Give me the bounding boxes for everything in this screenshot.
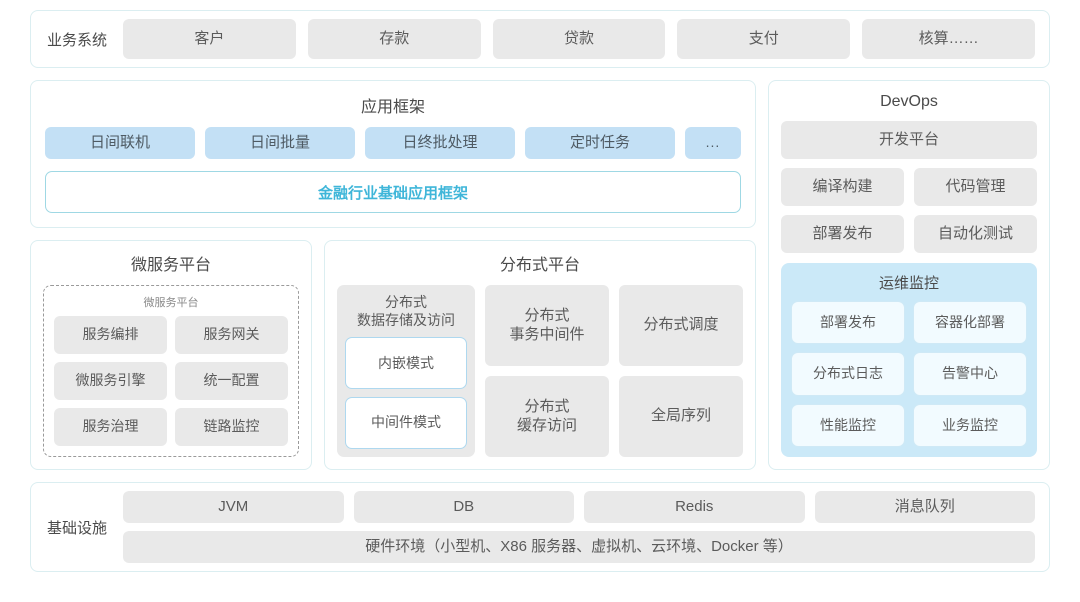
business-chip-deposit[interactable]: 存款 [307,19,481,59]
middle-zone: 应用框架 日间联机 日间批量 日终批处理 定时任务 ... 金融行业基础应用框架… [30,80,1050,470]
financial-base-framework-bar: 金融行业基础应用框架 [45,171,741,213]
application-framework-card: 应用框架 日间联机 日间批量 日终批处理 定时任务 ... 金融行业基础应用框架 [30,80,756,228]
microservice-platform-card: 微服务平台 微服务平台 服务编排 服务网关 微服务引擎 统一配置 服务治理 链路… [30,240,312,470]
infra-chip-redis[interactable]: Redis [584,491,805,523]
distributed-data-storage-title-line2: 数据存储及访问 [357,312,455,329]
distributed-platform-card: 分布式平台 分布式 数据存储及访问 内嵌模式 中间件模式 [324,240,756,470]
devops-chip-automated-test[interactable]: 自动化测试 [914,215,1037,253]
dp-chip-distributed-cache-line2: 缓存访问 [516,416,577,434]
devops-title: DevOps [880,93,938,110]
ops-monitoring-grid: 部署发布 容器化部署 分布式日志 告警中心 性能监控 业务监控 [791,301,1027,447]
devops-chip-compile-build[interactable]: 编译构建 [781,168,904,206]
dp-chip-distributed-cache-line1: 分布式 [524,397,570,415]
dp-chip-transaction-middleware-line2: 事务中间件 [509,325,585,343]
dp-chip-global-sequence[interactable]: 全局序列 [619,376,743,457]
infrastructure-components: JVM DB Redis 消息队列 [123,491,1035,523]
devops-pair-1: 编译构建 代码管理 [781,168,1037,206]
dp-chip-embedded-mode[interactable]: 内嵌模式 [345,337,467,390]
ops-chip-business-monitoring[interactable]: 业务监控 [913,403,1027,447]
microservice-platform-title: 微服务平台 [130,257,211,274]
infra-chip-db[interactable]: DB [353,491,574,523]
ops-chip-alert-center[interactable]: 告警中心 [913,352,1027,396]
dp-chip-middleware-mode[interactable]: 中间件模式 [345,397,467,449]
platform-row: 微服务平台 微服务平台 服务编排 服务网关 微服务引擎 统一配置 服务治理 链路… [30,240,756,470]
distributed-data-storage-title-line1: 分布式 [385,294,427,310]
ops-chip-deploy-release[interactable]: 部署发布 [791,301,905,345]
devops-pair-2: 部署发布 自动化测试 [781,215,1037,253]
appframe-chip-scheduled-task[interactable]: 定时任务 [525,127,675,159]
msp-chip-service-gateway[interactable]: 服务网关 [175,316,288,354]
microservice-platform-inner-box: 微服务平台 服务编排 服务网关 微服务引擎 统一配置 服务治理 链路监控 [43,285,299,457]
appframe-chip-intraday-online[interactable]: 日间联机 [45,127,195,159]
application-framework-title: 应用框架 [360,99,425,116]
msp-chip-unified-config[interactable]: 统一配置 [175,362,288,400]
dp-chip-distributed-cache[interactable]: 分布式 缓存访问 [485,376,609,457]
dp-chip-transaction-middleware[interactable]: 分布式 事务中间件 [485,285,609,366]
business-systems-chips: 客户 存款 贷款 支付 核算…… [123,19,1035,59]
infrastructure-stack: JVM DB Redis 消息队列 硬件环境（小型机、X86 服务器、虚拟机、云… [123,491,1035,563]
business-systems-row: 业务系统 客户 存款 贷款 支付 核算…… [30,10,1050,68]
distributed-platform-title: 分布式平台 [499,257,580,274]
msp-chip-service-orchestration[interactable]: 服务编排 [54,316,167,354]
devops-chip-deploy-release[interactable]: 部署发布 [781,215,904,253]
msp-chip-microservice-engine[interactable]: 微服务引擎 [54,362,167,400]
ops-monitoring-block: 运维监控 部署发布 容器化部署 分布式日志 告警中心 性能监控 业务监控 [781,263,1037,457]
distributed-platform-body: 分布式 数据存储及访问 内嵌模式 中间件模式 分布式 事务中间件 [337,285,743,457]
msp-chip-trace-monitoring[interactable]: 链路监控 [175,408,288,446]
devops-chip-code-management[interactable]: 代码管理 [914,168,1037,206]
business-chip-loan[interactable]: 贷款 [492,19,666,59]
ops-chip-distributed-log[interactable]: 分布式日志 [791,352,905,396]
devops-chip-dev-platform[interactable]: 开发平台 [781,121,1037,159]
infra-chip-message-queue[interactable]: 消息队列 [814,491,1035,523]
business-chip-customer[interactable]: 客户 [123,19,296,59]
dp-chip-transaction-middleware-line1: 分布式 [524,306,570,324]
ops-monitoring-title: 运维监控 [878,275,939,292]
devops-top-group: 开发平台 编译构建 代码管理 部署发布 自动化测试 [781,121,1037,253]
application-framework-chips: 日间联机 日间批量 日终批处理 定时任务 ... [45,127,741,159]
business-systems-label: 业务系统 [46,31,107,49]
microservice-platform-inner-title: 微服务平台 [143,297,199,309]
devops-card: DevOps 开发平台 编译构建 代码管理 部署发布 自动化测试 运维监控 部署… [768,80,1050,470]
distributed-data-storage-group: 分布式 数据存储及访问 内嵌模式 中间件模式 [337,285,475,457]
business-chip-accounting[interactable]: 核算…… [862,19,1035,59]
infrastructure-label: 基础设施 [46,519,107,537]
infra-chip-jvm[interactable]: JVM [123,491,344,523]
appframe-chip-more[interactable]: ... [685,127,741,159]
distributed-platform-grid: 分布式 事务中间件 分布式调度 分布式 缓存访问 [485,285,743,457]
appframe-chip-intraday-batch[interactable]: 日间批量 [205,127,355,159]
ops-chip-performance-monitoring[interactable]: 性能监控 [791,403,905,447]
msp-chip-service-governance[interactable]: 服务治理 [54,408,167,446]
microservice-platform-grid: 服务编排 服务网关 微服务引擎 统一配置 服务治理 链路监控 [54,316,288,446]
dp-chip-distributed-scheduling[interactable]: 分布式调度 [619,285,743,366]
infrastructure-row: 基础设施 JVM DB Redis 消息队列 硬件环境（小型机、X86 服务器、… [30,482,1050,572]
business-chip-payment[interactable]: 支付 [677,19,851,59]
ops-chip-containerized-deploy[interactable]: 容器化部署 [913,301,1027,345]
distributed-data-storage-title: 分布式 数据存储及访问 [345,293,467,329]
infra-chip-hardware-environment[interactable]: 硬件环境（小型机、X86 服务器、虚拟机、云环境、Docker 等） [123,531,1035,563]
middle-left-column: 应用框架 日间联机 日间批量 日终批处理 定时任务 ... 金融行业基础应用框架… [30,80,756,470]
appframe-chip-eod-batch[interactable]: 日终批处理 [365,127,515,159]
